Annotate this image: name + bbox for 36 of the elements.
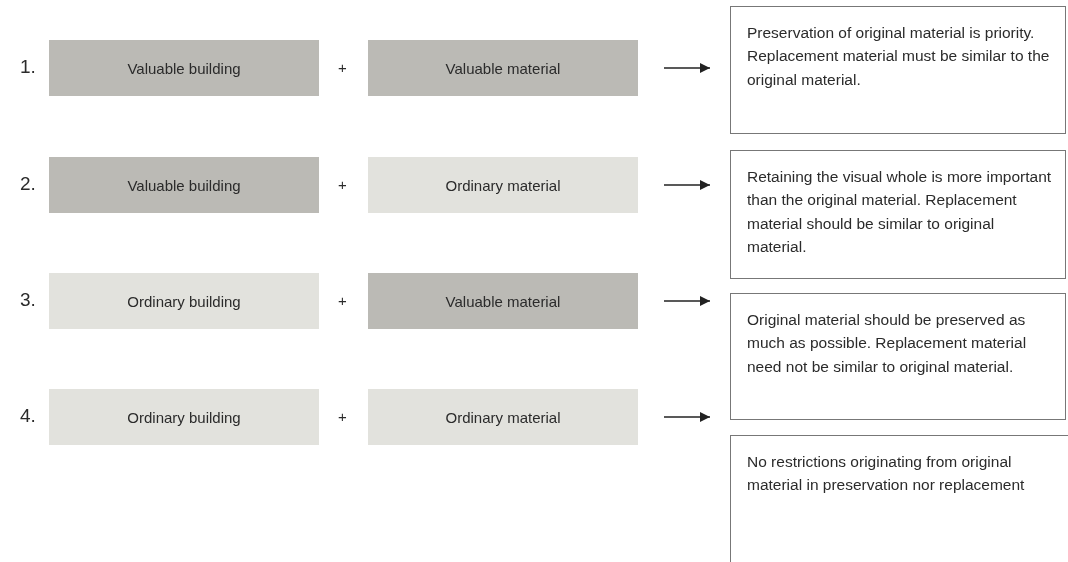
row-number: 4. [20, 405, 36, 427]
note-text: Retaining the visual whole is more important than the original material. Replacement material should be similar to original material. [747, 167, 1053, 257]
note-box [730, 293, 1066, 420]
box-label: Ordinary building [127, 408, 241, 426]
category-box [49, 157, 319, 213]
arrow [663, 180, 711, 190]
note-box [730, 435, 1068, 562]
box-label: Valuable material [445, 292, 561, 310]
plus-sign: + [338, 59, 347, 76]
plus-sign: + [338, 408, 347, 425]
category-box [368, 273, 638, 329]
note-text: Original material should be preserved as much as possible. Replacement material need not be similar to original material. [747, 310, 1028, 377]
category-box [49, 389, 319, 445]
category-box [49, 40, 319, 96]
note-text: Preservation of original material is priority. Replacement material must be similar to the original material. [747, 23, 1051, 90]
box-label: Valuable building [127, 59, 241, 77]
category-box [368, 40, 638, 96]
box-label: Ordinary building [127, 292, 241, 310]
arrow [663, 63, 711, 73]
row-number: 1. [20, 56, 36, 78]
row-number: 3. [20, 289, 36, 311]
plus-sign: + [338, 292, 347, 309]
box-label: Valuable building [127, 176, 241, 194]
note-text: No restrictions originating from original material in preservation nor replacement [747, 452, 1026, 496]
arrow [663, 412, 711, 422]
box-label: Ordinary material [445, 408, 561, 426]
note-box [730, 6, 1066, 134]
box-label: Ordinary material [445, 176, 561, 194]
note-box [730, 150, 1066, 279]
plus-sign: + [338, 176, 347, 193]
category-box [368, 389, 638, 445]
row-number: 2. [20, 173, 36, 195]
category-box [368, 157, 638, 213]
category-box [49, 273, 319, 329]
arrow [663, 296, 711, 306]
box-label: Valuable material [445, 59, 561, 77]
